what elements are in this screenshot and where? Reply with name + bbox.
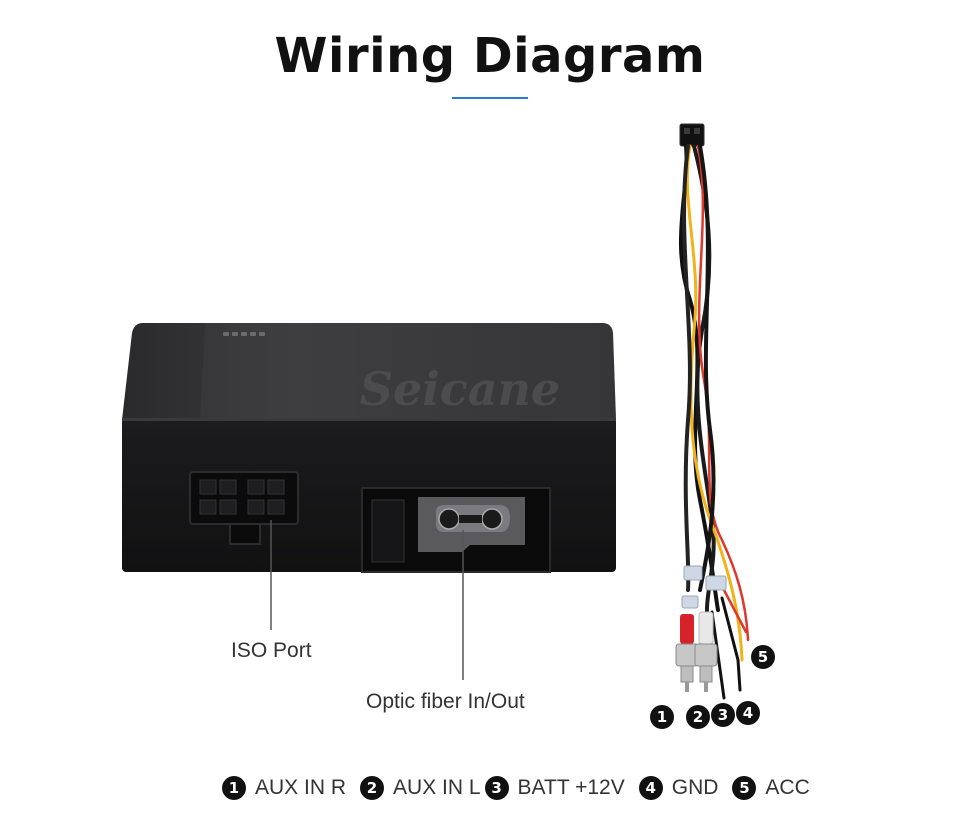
title-underline <box>452 97 528 99</box>
legend-badge: 1 <box>222 776 246 800</box>
badge-aux-in-l: 2 <box>686 705 710 729</box>
legend-item: 2 AUX IN L <box>360 776 485 800</box>
page-title: Wiring Diagram <box>274 28 706 84</box>
device-box <box>122 323 616 573</box>
wire-harness <box>679 123 750 700</box>
legend-badge: 3 <box>484 776 509 800</box>
legend-badge: 4 <box>638 776 663 800</box>
iso-port-label: ISO Port <box>231 639 312 662</box>
legend-item: 3 BATT +12V <box>484 776 639 800</box>
led-dots <box>223 332 265 336</box>
iso-port-connector <box>189 471 299 545</box>
legend-item: 1 AUX IN R <box>222 776 360 800</box>
badge-batt: 3 <box>711 703 735 727</box>
badge-gnd: 4 <box>736 701 760 725</box>
legend-label: AUX IN R <box>255 776 347 799</box>
legend-badge: 2 <box>360 776 385 800</box>
optic-fiber-label: Optic fiber In/Out <box>366 690 525 713</box>
legend-label: ACC <box>765 776 810 799</box>
legend-item: 5 ACC <box>732 776 823 800</box>
badge-aux-in-r: 1 <box>650 705 674 729</box>
legend-label: AUX IN L <box>393 776 481 799</box>
rca-plug-red <box>675 614 699 692</box>
brand-logo-text: Seicane <box>360 362 561 416</box>
optic-fiber-connector <box>361 487 551 573</box>
legend-item: 4 GND <box>638 776 733 800</box>
rca-plug-white <box>694 611 718 692</box>
legend-label: BATT +12V <box>517 776 625 799</box>
legend-label: GND <box>671 776 719 799</box>
legend: 1 AUX IN R 2 AUX IN L 3 BATT +12V 4 GND … <box>222 774 824 802</box>
badge-acc: 5 <box>751 645 775 669</box>
legend-badge: 5 <box>732 776 757 800</box>
